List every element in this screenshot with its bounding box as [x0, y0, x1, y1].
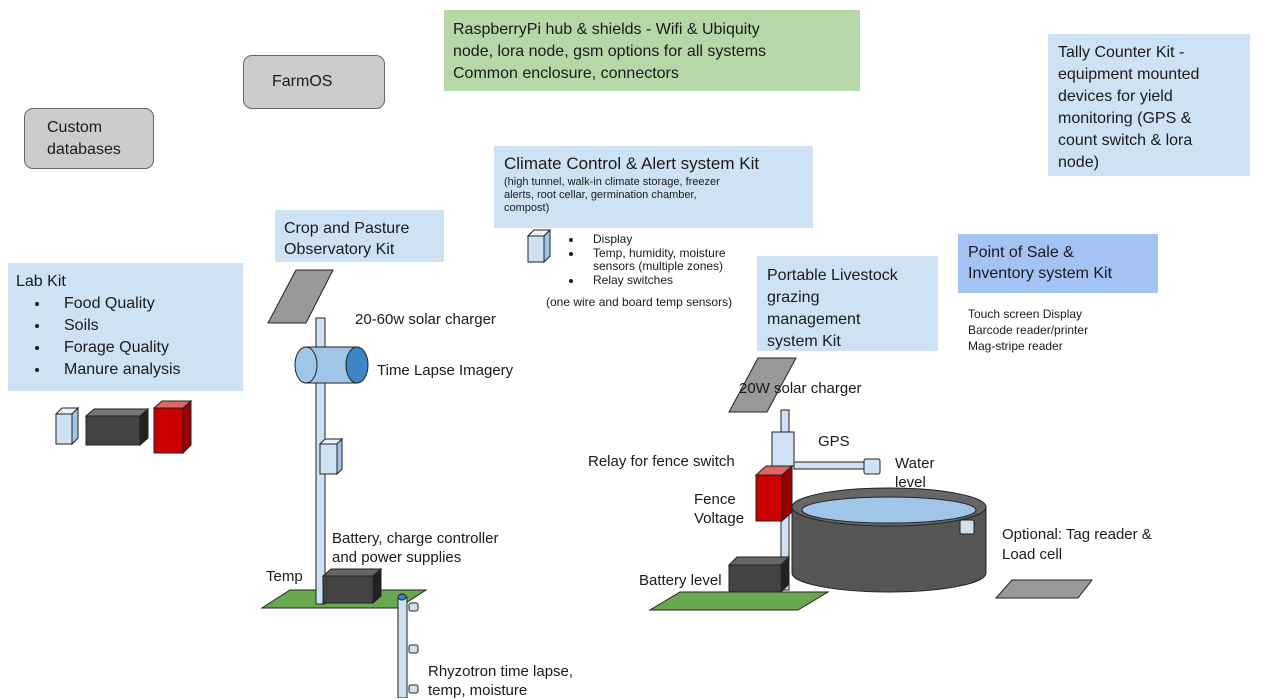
- lab-red-box: [153, 407, 184, 454]
- custom-db-line: Custom: [47, 119, 103, 136]
- tally-line: Tally Counter Kit -: [1058, 44, 1185, 61]
- gps-box: [771, 431, 795, 467]
- custom-db-line: databases: [47, 141, 121, 158]
- climate-item: Display: [583, 232, 726, 247]
- tally-line: node): [1058, 154, 1099, 171]
- livestock-solar-panel: [728, 357, 797, 413]
- camera-icon: [345, 346, 369, 384]
- tally-line: devices for yield: [1058, 88, 1173, 105]
- relay-label: Relay for fence switch: [588, 453, 735, 470]
- crop-solar-label: 20-60w solar charger: [355, 311, 496, 328]
- climate-sub: alerts, root cellar, germination chamber…: [504, 189, 697, 201]
- pos-devices: Touch screen Display Barcode reader/prin…: [968, 306, 1088, 354]
- crop-battery-label: Battery, charge controller: [332, 530, 499, 547]
- crop-box: Crop and Pasture Observatory Kit: [275, 210, 444, 262]
- relay-box: [755, 474, 783, 522]
- rhyzotron-tube: [397, 596, 408, 698]
- pos-line: Point of Sale &: [968, 244, 1074, 261]
- tag-reader: [959, 519, 975, 535]
- pos-device: Mag-stripe reader: [968, 339, 1063, 353]
- tag-reader-label: Optional: Tag reader &: [1002, 526, 1152, 543]
- livestock-battery: [728, 564, 782, 593]
- climate-sub: compost): [504, 202, 550, 214]
- lab-item: Forage Quality: [50, 337, 235, 359]
- lab-item: Manure analysis: [50, 359, 235, 381]
- crop-battery-box: [322, 575, 374, 604]
- hub-line: Common enclosure, connectors: [453, 65, 679, 82]
- lab-small-device: [55, 413, 73, 445]
- crop-observatory-drawing: [260, 269, 428, 698]
- crop-line: Crop and Pasture: [284, 220, 410, 237]
- pos-device: Barcode reader/printer: [968, 323, 1089, 337]
- crop-line: Observatory Kit: [284, 241, 395, 258]
- lab-item: Soils: [50, 315, 235, 337]
- climate-device: [526, 228, 552, 264]
- tally-counter-box: Tally Counter Kit - equipment mounted de…: [1048, 34, 1250, 176]
- crop-solar-panel: [267, 269, 334, 324]
- crop-logger: [319, 443, 338, 475]
- livestock-line: management: [767, 311, 861, 328]
- livestock-line: system Kit: [767, 333, 841, 350]
- water-level-label: level: [895, 474, 926, 491]
- rhyzotron-label: Rhyzotron time lapse,: [428, 663, 574, 680]
- pos-line: Inventory system Kit: [968, 265, 1113, 282]
- climate-title: Climate Control & Alert system Kit: [504, 154, 760, 173]
- fence-voltage-label: Voltage: [694, 510, 745, 527]
- climate-list: Display Temp, humidity, moisture sensors…: [555, 232, 726, 288]
- custom-databases-box: Custom databases: [24, 108, 154, 169]
- lab-kit-box: Lab Kit Food Quality Soils Forage Qualit…: [8, 263, 243, 391]
- time-lapse-label: Time Lapse Imagery: [377, 362, 514, 379]
- tally-line: count switch & lora: [1058, 132, 1193, 149]
- fence-voltage-label: Fence: [694, 491, 736, 508]
- livestock-solar-label: 20W solar charger: [739, 380, 862, 397]
- climate-item: Relay switches: [583, 273, 726, 288]
- farmos-label: FarmOS: [272, 73, 333, 90]
- crop-battery-label: and power supplies: [332, 549, 462, 566]
- farmos-box: FarmOS: [243, 55, 385, 109]
- hub-box: RaspberryPi hub & shields - Wifi & Ubiqu…: [444, 10, 860, 91]
- lab-dark-box: [85, 415, 141, 446]
- tally-line: monitoring (GPS &: [1058, 110, 1192, 127]
- water-level-label: Water: [895, 455, 935, 472]
- hub-line: node, lora node, gsm options for all sys…: [453, 43, 767, 60]
- climate-item: sensors (multiple zones): [593, 259, 724, 273]
- water-level-sensor: [863, 458, 881, 475]
- livestock-line: grazing: [767, 289, 820, 306]
- tag-reader-label: Load cell: [1002, 546, 1063, 563]
- lab-title: Lab Kit: [16, 273, 66, 290]
- pos-box: Point of Sale & Inventory system Kit: [958, 234, 1158, 293]
- load-cell-plate: [994, 579, 1094, 599]
- pos-device: Touch screen Display: [968, 307, 1083, 321]
- tally-line: equipment mounted: [1058, 66, 1200, 83]
- climate-box: Climate Control & Alert system Kit (high…: [494, 146, 813, 228]
- climate-item: Temp, humidity, moisture: [583, 246, 726, 261]
- climate-sub: (high tunnel, walk-in climate storage, f…: [504, 176, 720, 188]
- lab-devices: [54, 399, 193, 455]
- crop-temp-label: Temp: [266, 568, 303, 585]
- lab-item: Food Quality: [50, 293, 235, 315]
- rhyzotron-label: temp, moisture: [428, 682, 528, 699]
- battery-level-label: Battery level: [639, 572, 722, 589]
- livestock-drawing: [648, 357, 1094, 611]
- livestock-line: Portable Livestock: [767, 267, 898, 284]
- climate-note: (one wire and board temp sensors): [546, 295, 733, 309]
- hub-line: RaspberryPi hub & shields - Wifi & Ubiqu…: [453, 21, 760, 38]
- water-tank: [791, 506, 987, 593]
- gps-label: GPS: [818, 433, 850, 450]
- livestock-grass-pad: [648, 591, 830, 611]
- livestock-box: Portable Livestock grazing management sy…: [757, 256, 938, 351]
